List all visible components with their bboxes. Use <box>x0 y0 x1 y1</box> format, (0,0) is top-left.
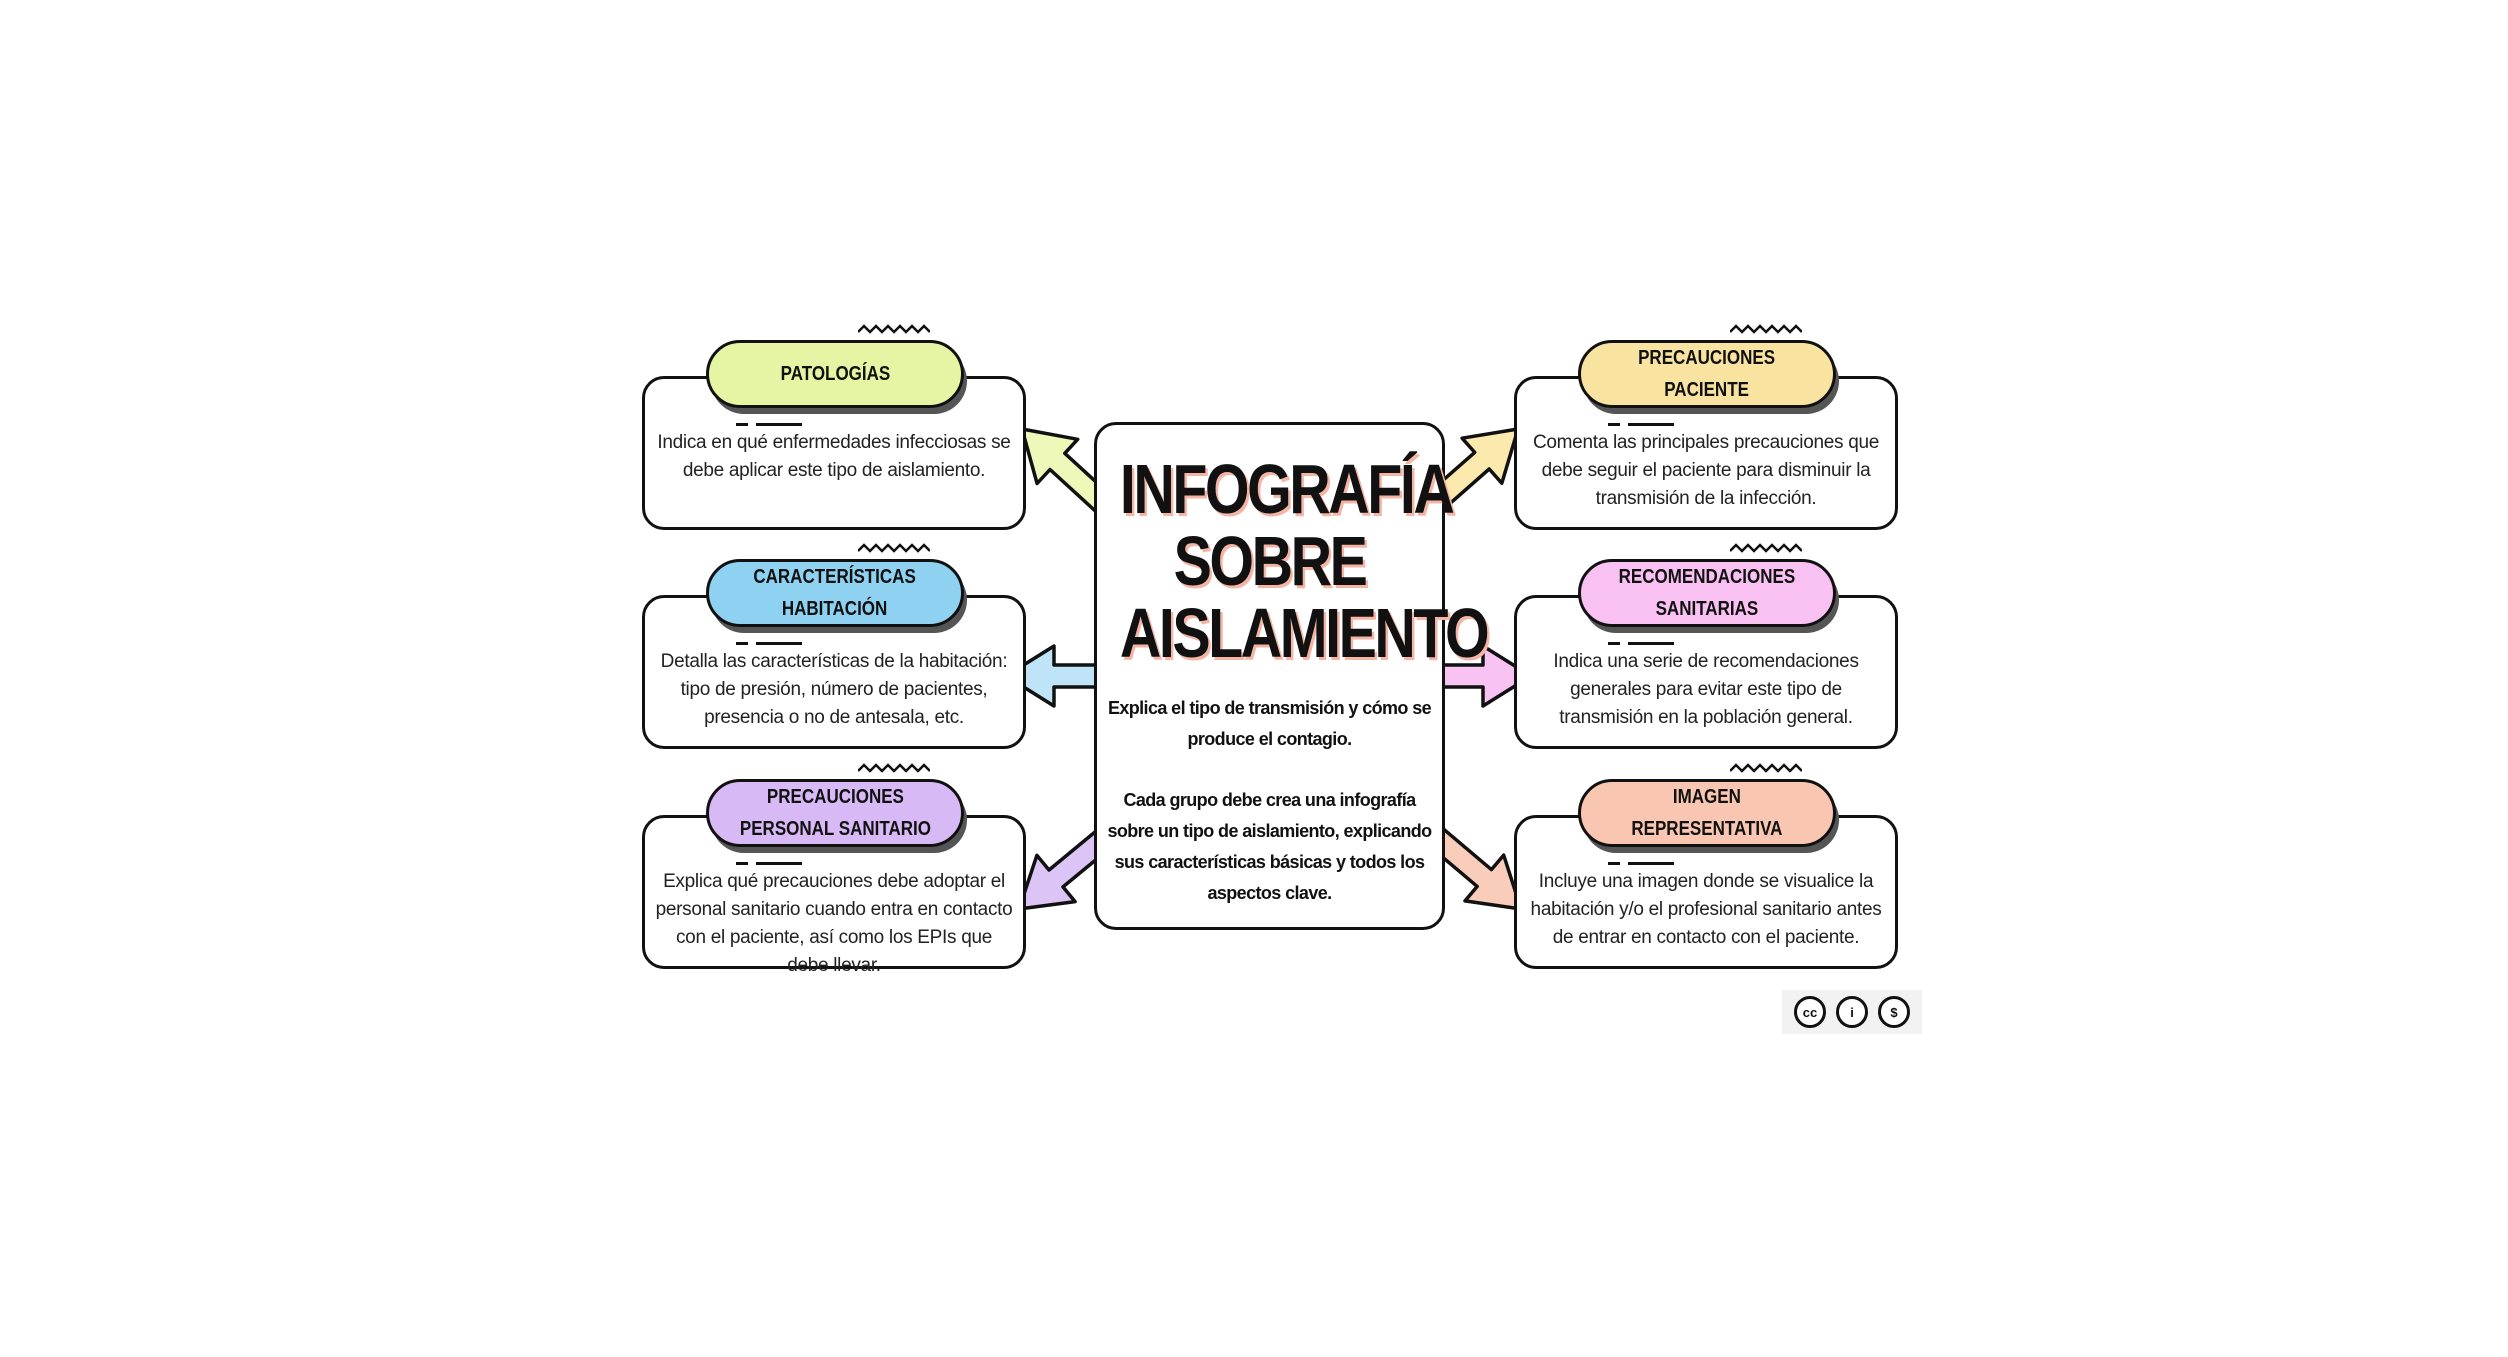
card-text: Detalla las características de la habita… <box>660 651 1008 728</box>
card-text: Comenta las principales precauciones que… <box>1532 432 1880 509</box>
card-text: Explica qué precauciones debe adoptar el… <box>655 871 1013 976</box>
heading-pill-precauciones-personal: PRECAUCIONES PERSONAL SANITARIO <box>706 779 964 847</box>
arrow-patologias <box>1020 427 1115 515</box>
zigzag-decoration <box>1730 763 1802 773</box>
heading-label: CARACTERÍSTICAS HABITACIÓN <box>753 566 917 620</box>
dash-decoration <box>736 862 802 866</box>
card-text: Indica en qué enfermedades infecciosas s… <box>657 432 1011 481</box>
center-box: INFOGRAFÍA SOBRE AISLAMIENTO Explica el … <box>1094 422 1490 930</box>
zigzag-decoration <box>858 324 930 334</box>
title-line-1: INFOGRAFÍA <box>1119 450 1455 528</box>
dash-decoration <box>736 642 802 646</box>
title-line-3: AISLAMIENTO <box>1119 594 1490 672</box>
heading-label: RECOMENDACIONES SANITARIAS <box>1618 566 1796 620</box>
zigzag-decoration <box>1730 324 1802 334</box>
heading-pill-caracteristicas-habitacion: CARACTERÍSTICAS HABITACIÓN <box>706 559 964 627</box>
center-paragraph-2: Cada grupo debe crea una infografía sobr… <box>1107 790 1432 903</box>
noncommercial-icon: $ <box>1878 996 1910 1028</box>
title-line-2: SOBRE <box>1173 522 1368 600</box>
card-precauciones-personal: Explica qué precauciones debe adoptar el… <box>642 815 1026 976</box>
dash-decoration <box>1608 862 1674 866</box>
arrow-imagen-representativa <box>1428 827 1523 911</box>
heading-label: PRECAUCIONES PERSONAL SANITARIO <box>739 786 931 840</box>
dash-decoration <box>736 423 802 427</box>
heading-label: PRECAUCIONES PACIENTE <box>1638 347 1776 401</box>
dash-decoration <box>1608 423 1674 427</box>
heading-label: IMAGEN REPRESENTATIVA <box>1631 786 1783 840</box>
card-text: Indica una serie de recomendaciones gene… <box>1553 651 1859 728</box>
heading-pill-imagen-representativa: IMAGEN REPRESENTATIVA <box>1578 779 1836 847</box>
license-badge[interactable]: cc i $ <box>1782 990 1922 1034</box>
attribution-icon: i <box>1836 996 1868 1028</box>
heading-label: PATOLOGÍAS <box>780 363 890 385</box>
zigzag-decoration <box>1730 543 1802 553</box>
center-paragraph-1: Explica el tipo de transmisión y cómo se… <box>1107 698 1432 749</box>
heading-pill-precauciones-paciente: PRECAUCIONES PACIENTE <box>1578 340 1836 408</box>
main-title: INFOGRAFÍA SOBRE AISLAMIENTO <box>1087 450 1490 672</box>
heading-pill-patologias: PATOLOGÍAS <box>706 340 964 408</box>
zigzag-decoration <box>858 543 930 553</box>
dash-decoration <box>1608 642 1674 646</box>
cc-icon: cc <box>1794 996 1826 1028</box>
zigzag-decoration <box>858 763 930 773</box>
heading-pill-recomendaciones-sanitarias: RECOMENDACIONES SANITARIAS <box>1578 559 1836 627</box>
card-text: Incluye una imagen donde se visualice la… <box>1530 871 1882 948</box>
card-recomendaciones-sanitarias: Indica una serie de recomendaciones gene… <box>1514 595 1898 749</box>
